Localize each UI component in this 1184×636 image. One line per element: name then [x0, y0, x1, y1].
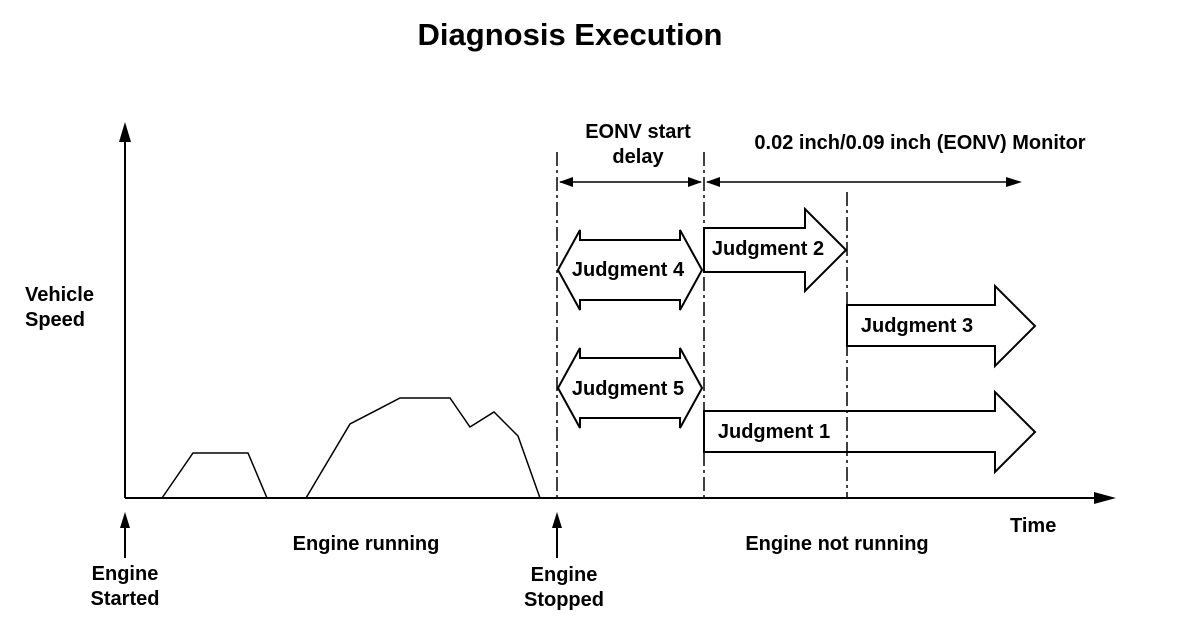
event-engine-stopped: Engine Stopped [524, 563, 604, 613]
start-delay-label-line-1: EONV start [585, 121, 691, 143]
speed-trace-1 [161, 452, 268, 499]
event-engine-stopped-line-1: Engine [530, 564, 598, 586]
y-axis-arrowhead [119, 122, 131, 142]
judgment-4-label: Judgment 4 [571, 259, 685, 281]
judgment-3-arrow [846, 283, 1037, 369]
judgment-2-label: Judgment 2 [711, 238, 825, 260]
judgment-1-arrow [703, 389, 1037, 475]
x-axis-label: Time [1010, 515, 1057, 537]
judgment-4-arrow [556, 229, 704, 311]
judgment-1-label: Judgment 1 [717, 421, 831, 443]
phase-engine-not-running: Engine not running [745, 533, 929, 555]
y-axis-label: Vehicle Speed [25, 283, 94, 333]
judgment-2-arrow [703, 206, 848, 294]
monitor-arrow-left [706, 177, 720, 187]
engine-started-arrowhead [120, 512, 130, 528]
y-axis-label-line-2: Speed [25, 309, 86, 331]
speed-trace-2 [305, 397, 541, 499]
judgment-5-arrow [556, 347, 704, 429]
event-engine-started: Engine Started [91, 562, 160, 612]
monitor-label: 0.02 inch/0.09 inch (EONV) Monitor [754, 132, 1086, 154]
start-delay-arrow-left [559, 177, 573, 187]
start-delay-label-line-2: delay [612, 146, 664, 168]
event-engine-started-line-1: Engine [91, 563, 159, 585]
diagram-title: Diagnosis Execution [417, 17, 723, 52]
start-delay-label: EONV start delay [585, 120, 691, 170]
event-engine-stopped-line-2: Stopped [524, 589, 604, 611]
engine-stopped-arrowhead [552, 512, 562, 528]
event-engine-started-line-2: Started [90, 588, 160, 610]
phase-engine-running: Engine running [292, 533, 440, 555]
monitor-arrow-right [1006, 177, 1022, 187]
judgment-3-label: Judgment 3 [860, 315, 974, 337]
judgment-5-label: Judgment 5 [571, 378, 685, 400]
y-axis-label-line-1: Vehicle [25, 284, 94, 306]
x-axis-arrowhead [1094, 492, 1116, 504]
start-delay-arrow-right [688, 177, 702, 187]
